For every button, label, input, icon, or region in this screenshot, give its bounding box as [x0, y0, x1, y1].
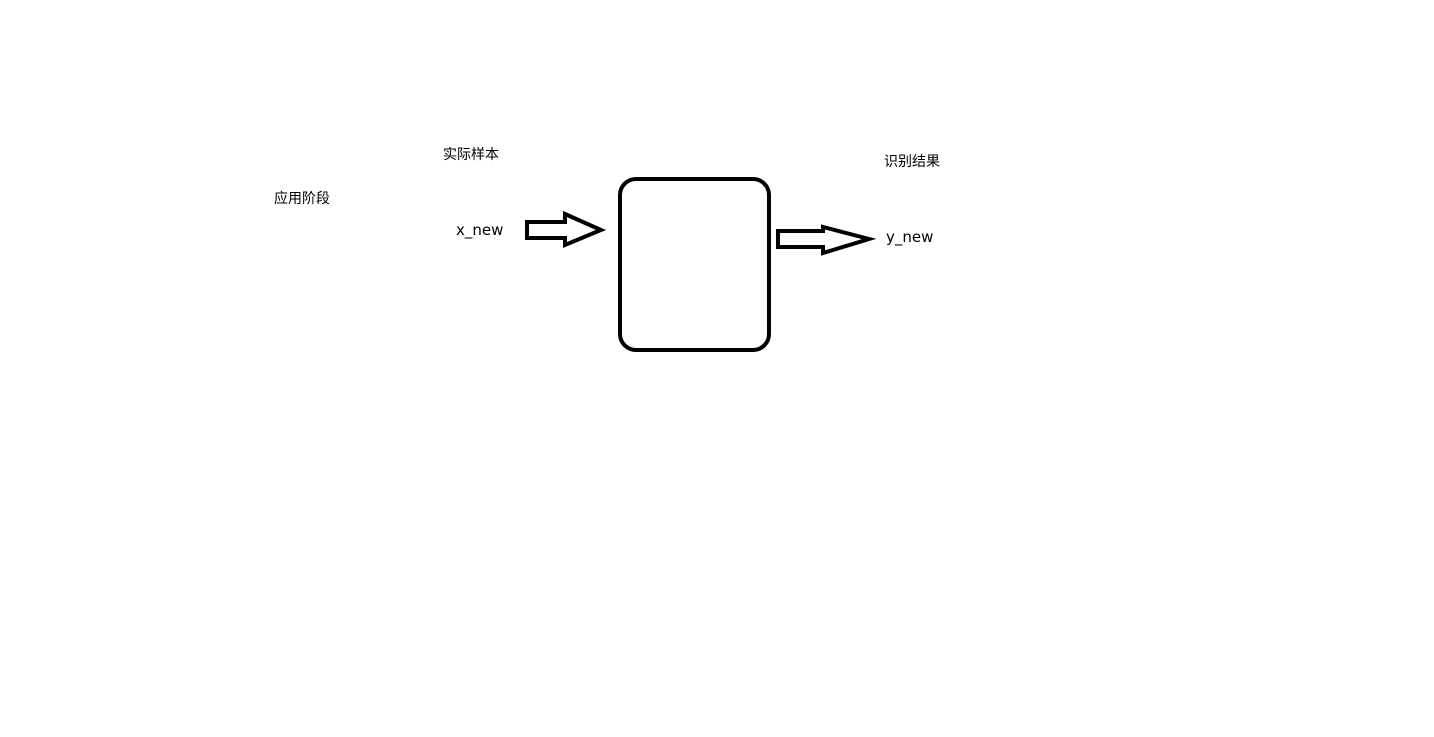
output-arrow	[776, 224, 877, 256]
output-title: 识别结果	[884, 154, 940, 170]
input-arrow	[525, 210, 607, 248]
model-box	[618, 177, 771, 352]
stage-label: 应用阶段	[274, 191, 330, 207]
input-variable: x_new	[456, 221, 504, 239]
input-title: 实际样本	[443, 147, 499, 163]
output-variable: y_new	[886, 228, 934, 246]
